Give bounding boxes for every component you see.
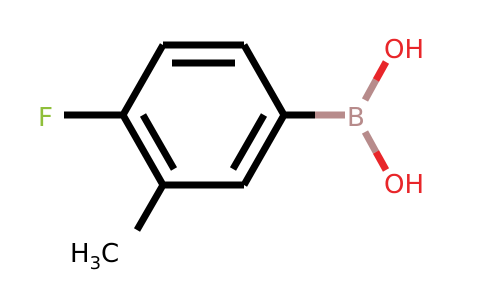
bond-b-oh-top-oxygen-half [372,60,390,82]
ring-inner-bond-right [229,113,268,171]
atom-fluorine-label: F [38,103,53,133]
bond-b-oh-bottom-boron-half [361,130,380,154]
atom-methyl-label: H3C [70,239,119,274]
atom-boron-label: B [347,103,365,133]
ring-inner-bond-left [139,113,178,171]
atom-hydroxyl-bottom-label: OH [384,170,424,200]
ring-bond-bottom-left [119,113,167,187]
ring-bond-top-left [119,43,167,117]
methyl-subscript: 3 [90,253,101,274]
bond-c-methyl [133,183,167,232]
ring-bond-top-right [240,43,288,117]
methyl-h: H [70,239,90,269]
atom-hydroxyl-top-label: OH [384,35,424,65]
ring-bond-bottom-right [240,113,288,187]
bond-b-oh-top-boron-half [361,78,380,102]
methyl-c: C [101,239,119,269]
bond-b-oh-bottom-oxygen-half [372,150,390,172]
